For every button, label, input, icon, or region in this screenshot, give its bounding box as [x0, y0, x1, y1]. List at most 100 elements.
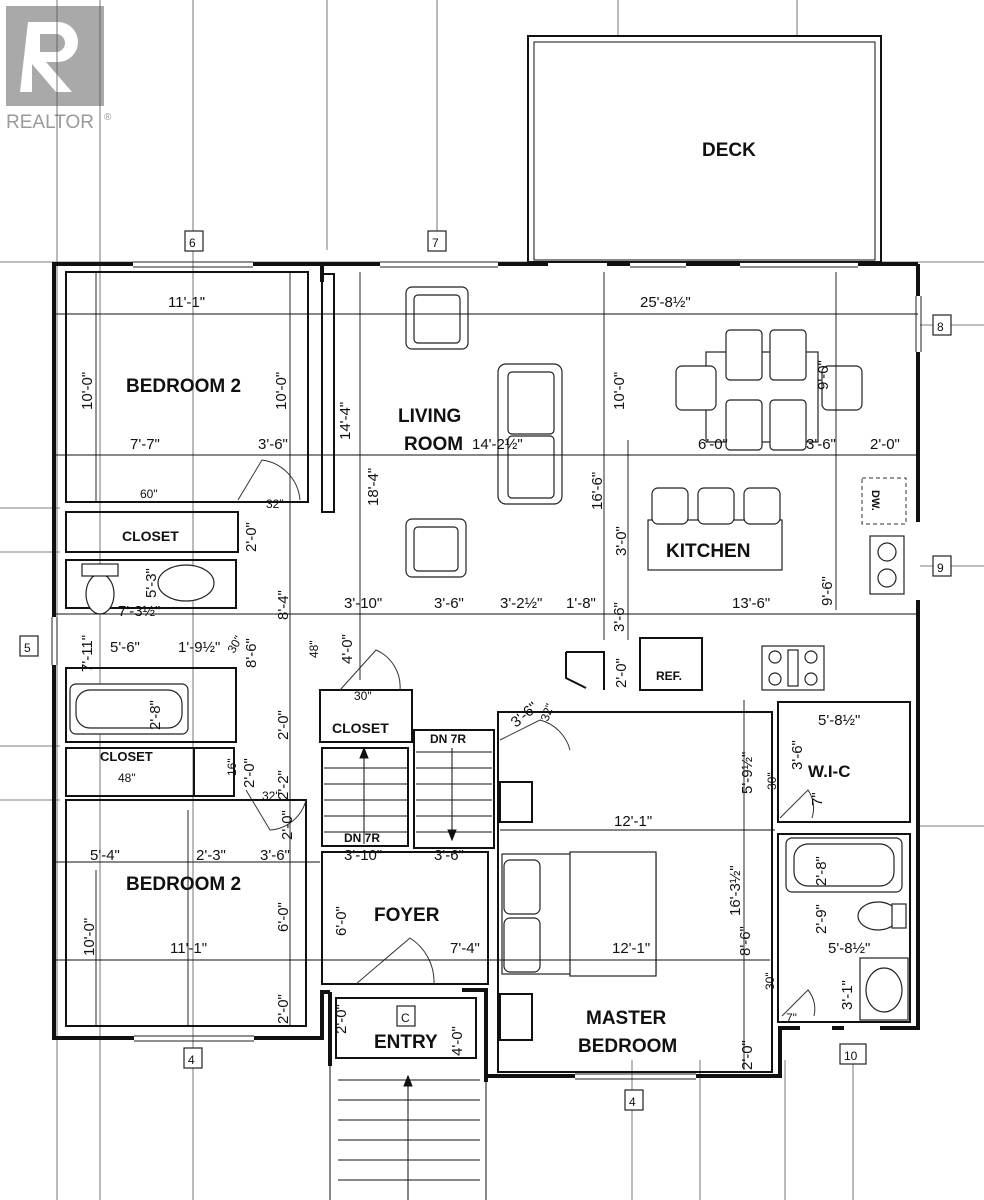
- dim-text: 7": [809, 792, 826, 806]
- dim-text: 2'-0": [275, 710, 292, 740]
- dim-text: 2'-0": [739, 1040, 756, 1070]
- realtor-logo-reg: ®: [104, 112, 112, 123]
- dim-text: 9'-6": [819, 576, 836, 606]
- room-master-label-2: BEDROOM: [578, 1036, 677, 1057]
- room-closet-stair-label: CLOSET: [332, 720, 389, 736]
- dim-text: 1'-8": [566, 595, 596, 612]
- dim-text: 48": [307, 640, 321, 658]
- exterior-walls: [52, 262, 920, 1082]
- fixtures: [69, 286, 909, 1021]
- dim-text: 10'-0": [81, 918, 98, 956]
- dim-text: 7": [786, 1011, 797, 1025]
- room-closet-top-label: CLOSET: [122, 528, 179, 544]
- dim-text: 3'-6": [611, 602, 628, 632]
- dim-text: 3'-0": [613, 526, 630, 556]
- dim-text: 32": [266, 497, 284, 511]
- stairs-down-label: DN 7R: [430, 732, 466, 746]
- room-kitchen-label: KITCHEN: [666, 541, 750, 562]
- grid-marker-9: 9: [937, 561, 944, 575]
- dim-text: 13'-6": [732, 595, 770, 612]
- dim-text: 32": [262, 789, 280, 803]
- dim-text: 7'-7": [130, 436, 160, 453]
- grid-marker-4: 4: [188, 1053, 195, 1067]
- dim-text: 14'-2½": [472, 436, 523, 453]
- room-living-label-2: ROOM: [404, 434, 463, 455]
- door-swings: [237, 459, 816, 1017]
- dim-text: 2'-0": [243, 522, 260, 552]
- dim-text: 4'-0": [449, 1026, 466, 1056]
- dim-text: 8'-6": [737, 926, 754, 956]
- dim-text: 6'-0": [333, 906, 350, 936]
- dim-text: 18'-4": [365, 468, 382, 506]
- dim-text: 2'-9": [813, 904, 830, 934]
- dim-text: 16'-6": [589, 472, 606, 510]
- grid-marker-8: 8: [937, 320, 944, 334]
- dim-text: 2'-8": [813, 856, 830, 886]
- grid-marker-10: 10: [844, 1049, 858, 1063]
- dw-label: DW.: [869, 490, 881, 511]
- dim-text: 16": [225, 758, 239, 776]
- dim-text: 2'-0": [275, 994, 292, 1024]
- dim-text: 7'-3½": [118, 603, 160, 620]
- dim-text: 2'-0": [613, 658, 630, 688]
- dim-text: 2'-0": [279, 810, 296, 840]
- dim-text: 32": [538, 702, 557, 723]
- dim-text: 2'-0": [333, 1004, 350, 1034]
- dim-text: 1'-9½": [178, 639, 220, 656]
- dim-text: 7'-11": [79, 635, 96, 672]
- realtor-logo-text: REALTOR: [6, 112, 94, 133]
- realtor-logo: REALTOR ®: [6, 6, 112, 133]
- dim-text: 10'-0": [273, 372, 290, 410]
- dim-text: 3'-6": [789, 740, 806, 770]
- dim-text: 48": [118, 771, 136, 785]
- room-master-label-1: MASTER: [586, 1008, 667, 1029]
- dim-text: 10'-0": [79, 372, 96, 410]
- dim-text: 5'-8½": [818, 712, 860, 729]
- dim-text: 4'-0": [339, 634, 356, 664]
- stairs: [324, 746, 492, 1200]
- dim-text: 12'-1": [614, 813, 652, 830]
- dim-text: 5'-6": [110, 639, 140, 656]
- dim-text: 3'-10": [344, 595, 382, 612]
- room-bedroom-top-label: BEDROOM 2: [126, 376, 241, 397]
- dim-text: 7'-4": [450, 940, 480, 957]
- room-entry-label: ENTRY: [374, 1032, 438, 1053]
- dim-text: 8'-6": [243, 638, 260, 668]
- dim-text: 3'-10": [344, 847, 382, 864]
- dim-text: 16'-3½": [727, 865, 744, 916]
- stairs-down-label-2: DN 7R: [344, 831, 380, 845]
- dim-text: 6'-0": [698, 436, 728, 453]
- dim-text: 3'-6": [434, 595, 464, 612]
- dim-text: 10'-0": [611, 372, 628, 410]
- dimension-lines: [54, 272, 918, 1070]
- dim-text: 2'-0": [241, 758, 258, 788]
- dim-text: 30": [763, 972, 777, 990]
- room-closet-mid-label: CLOSET: [100, 749, 153, 764]
- dim-text: 30": [354, 689, 372, 703]
- dim-text: 3'-6": [806, 436, 836, 453]
- dim-text: 3'-6": [434, 847, 464, 864]
- room-bedroom-bottom-label: BEDROOM 2: [126, 874, 241, 895]
- dim-text: 2'-0": [870, 436, 900, 453]
- dim-text: 25'-8½": [640, 294, 691, 311]
- room-wic-label: W.I-C: [808, 762, 851, 781]
- dim-text: 5'-4": [90, 847, 120, 864]
- deck: [527, 35, 882, 263]
- dim-text: 11'-1": [170, 940, 207, 957]
- grid-marker-4b: 4: [629, 1095, 636, 1109]
- dim-text: 5'-3": [143, 568, 160, 598]
- room-deck-label: DECK: [702, 140, 756, 161]
- room-foyer-label: FOYER: [374, 905, 440, 926]
- dim-text: 5'-9½": [739, 752, 756, 794]
- room-labels: DECK BEDROOM 2 LIVING ROOM KITCHEN CLOSE…: [100, 140, 881, 1057]
- dim-text: 11'-1": [168, 294, 205, 311]
- dim-text: 2'-3": [196, 847, 226, 864]
- dim-text: 2'-8": [147, 700, 164, 730]
- dim-text: 3'-6": [260, 847, 290, 864]
- dim-text: 5'-8½": [828, 940, 870, 957]
- room-living-label-1: LIVING: [398, 406, 461, 427]
- dimension-texts: 11'-1" 25'-8½" 10'-0" 10'-0" 14'-4" 10'-…: [79, 294, 900, 1070]
- dim-text: 3'-6": [258, 436, 288, 453]
- dim-text: 6'-0": [275, 902, 292, 932]
